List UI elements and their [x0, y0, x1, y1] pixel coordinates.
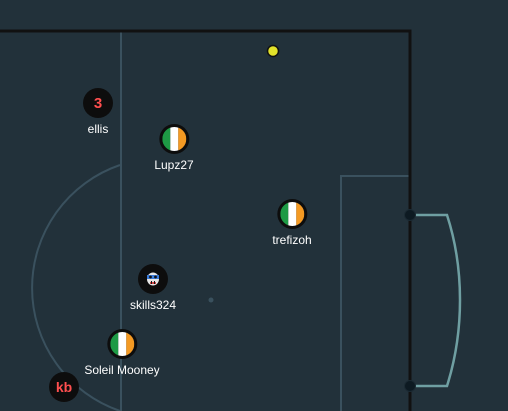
player-name: Soleil Mooney — [84, 363, 160, 377]
player-name: trefizoh — [272, 233, 312, 247]
goal-area-box — [340, 175, 411, 411]
skull-mascot-icon — [138, 264, 168, 294]
avatar-frame — [276, 199, 307, 229]
avatar-frame: 2 — [107, 329, 137, 359]
ball-icon — [266, 44, 280, 58]
player-name: Lupz27 — [154, 158, 194, 172]
avatar-frame: 2 — [159, 124, 189, 154]
player-name: ellis — [87, 122, 109, 136]
player-trefizoh[interactable]: trefizoh — [272, 199, 312, 247]
ireland-flag-icon: 2 — [162, 127, 186, 151]
pitch-boundary — [0, 29, 412, 411]
goal-net-icon — [411, 213, 462, 388]
ireland-flag-icon: 2 — [110, 332, 134, 356]
badge-text: kb — [55, 379, 73, 395]
player-skills324[interactable]: skills324 — [130, 264, 176, 312]
goal-post-bottom — [404, 380, 416, 392]
flag-digit: 2 — [118, 336, 126, 352]
number-badge-icon: 3 — [83, 88, 113, 118]
center-spot — [208, 297, 214, 303]
initials-badge-icon: kb — [49, 372, 79, 402]
mascot-glyph — [147, 272, 159, 286]
player-name: skills324 — [129, 298, 177, 312]
badge-text: 3 — [93, 94, 103, 112]
player-kb[interactable]: kb — [49, 372, 79, 406]
ireland-flag-icon — [279, 202, 304, 226]
goal-post-top — [404, 209, 416, 221]
player-ellis[interactable]: 3 ellis — [83, 88, 113, 136]
player-soleil-mooney[interactable]: 2 Soleil Mooney — [84, 329, 160, 377]
player-lupz27[interactable]: 2 Lupz27 — [154, 124, 194, 172]
flag-digit: 2 — [170, 131, 178, 147]
